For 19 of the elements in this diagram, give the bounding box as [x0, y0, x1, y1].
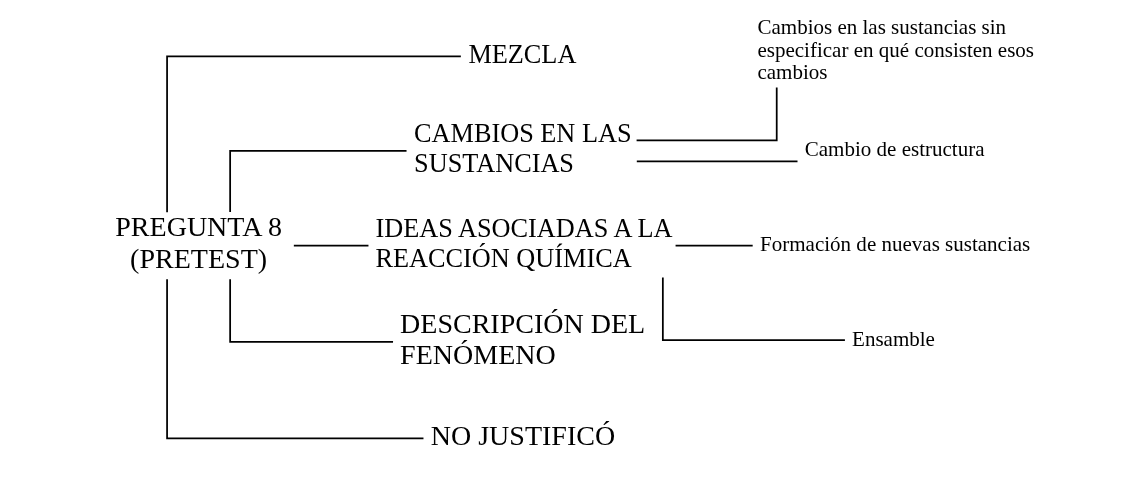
node-text: Cambio de estructura [804, 137, 984, 162]
connector [661, 276, 846, 342]
connector [292, 244, 369, 247]
connector [635, 160, 798, 163]
node-text: Cambios en las sustancias sin especificar en qué consisten esos cambios [756, 14, 1034, 85]
connector [228, 278, 394, 343]
node-text: MEZCLA [467, 39, 576, 69]
connector [635, 86, 778, 142]
node-text: DESCRIPCIÓN DEL FENÓMENO [399, 307, 645, 371]
connector [165, 278, 424, 440]
node-text: NO JUSTIFICÓ [430, 419, 615, 451]
node-text: Ensamble [851, 326, 935, 351]
node-text: Formación de nuevas sustancias [759, 232, 1030, 256]
node-text: IDEAS ASOCIADAS A LA REACCIÓN QUÍMICA [375, 213, 673, 273]
node-text: PREGUNTA 8 (PRETEST) [114, 211, 282, 274]
connector [228, 150, 407, 213]
connector [674, 244, 754, 247]
connector [165, 55, 462, 214]
node-text: CAMBIOS EN LAS SUSTANCIAS [413, 119, 632, 178]
